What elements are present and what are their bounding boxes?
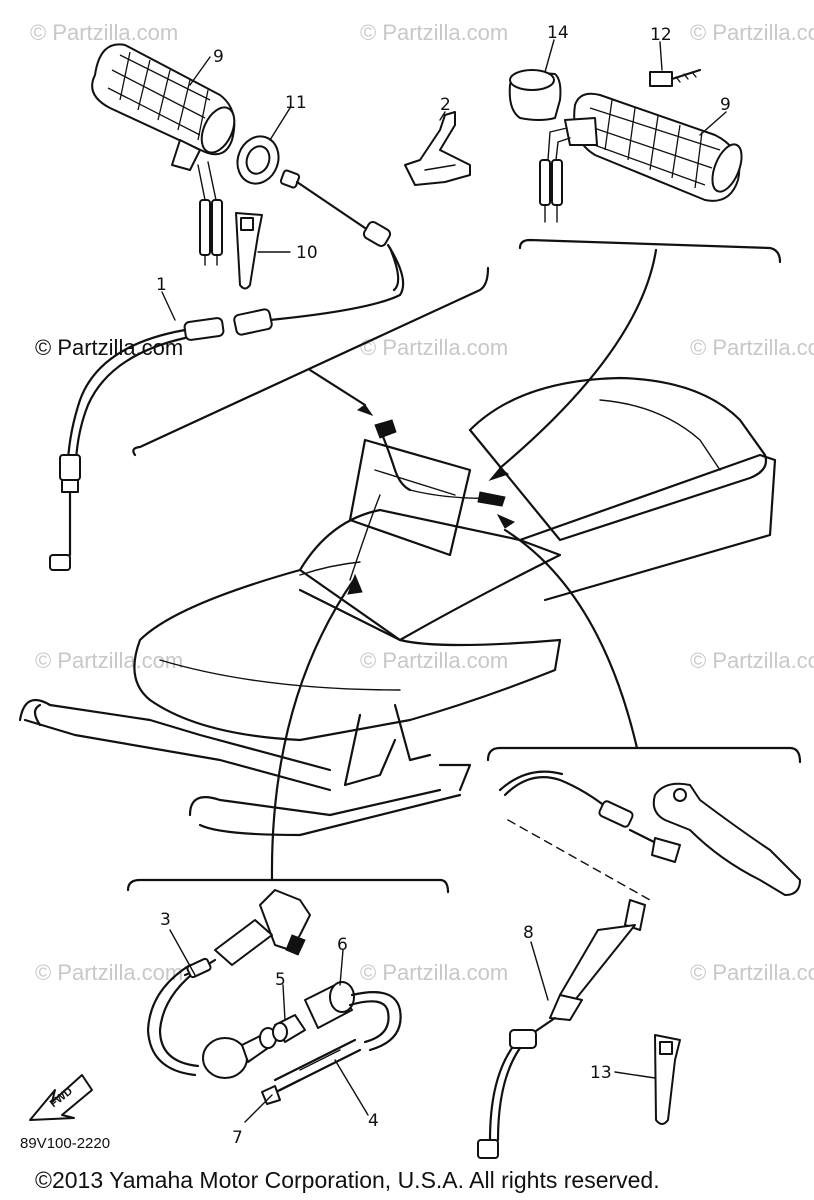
- watermark: © Partzilla.com: [360, 335, 508, 360]
- watermarks: © Partzilla.com © Partzilla.com © Partzi…: [30, 20, 814, 985]
- left-grip: [91, 43, 236, 266]
- watermark: © Partzilla.com: [360, 20, 508, 45]
- callout-10: 10: [296, 243, 318, 263]
- watermark: © Partzilla.com: [690, 20, 814, 45]
- callout-6: 6: [337, 935, 348, 955]
- watermark: © Partzilla.com: [360, 960, 508, 985]
- callout-3: 3: [160, 910, 171, 930]
- heated-grip-group: [508, 68, 743, 223]
- callout-13: 13: [590, 1063, 612, 1083]
- throttle-cable: [49, 169, 405, 571]
- watermark: © Partzilla.com: [30, 20, 178, 45]
- watermark-prominent: © Partzilla.com: [35, 335, 183, 360]
- copyright: ©2013 Yamaha Motor Corporation, U.S.A. A…: [35, 1167, 660, 1193]
- group-brackets: [126, 238, 802, 894]
- callout-14: 14: [547, 23, 569, 43]
- callout-4: 4: [368, 1111, 379, 1131]
- callout-12: 12: [650, 25, 672, 45]
- callout-8: 8: [523, 923, 534, 943]
- callout-numbers: 9 11 10 1 2 14 12 9 3 5 6 4 7 8 13: [156, 23, 731, 1148]
- snowmobile-illustration: [18, 376, 777, 837]
- callout-7: 7: [232, 1128, 243, 1148]
- cable-tie: [235, 212, 263, 290]
- callout-5: 5: [275, 970, 286, 990]
- brake-lever-group: [477, 770, 801, 1159]
- wiring-group: [146, 889, 402, 1105]
- hook-clip: [404, 111, 471, 186]
- watermark: © Partzilla.com: [35, 960, 183, 985]
- watermark: © Partzilla.com: [690, 648, 814, 673]
- watermark: © Partzilla.com: [690, 960, 814, 985]
- watermark: © Partzilla.com: [35, 648, 183, 673]
- grip-washer: [236, 135, 280, 185]
- callout-9-right: 9: [720, 95, 731, 115]
- callout-2: 2: [440, 95, 451, 115]
- right-grip: [539, 92, 743, 223]
- callout-9-left: 9: [213, 47, 224, 67]
- watermark: © Partzilla.com: [690, 335, 814, 360]
- throttle-grip-group: [49, 43, 405, 571]
- diagram-code: 89V100-2220: [20, 1135, 110, 1152]
- callout-leaders: [161, 39, 727, 1123]
- fwd-arrow: FWD: [29, 1074, 93, 1121]
- watermark: © Partzilla.com: [360, 648, 508, 673]
- callout-11: 11: [285, 93, 307, 113]
- callout-1: 1: [156, 275, 167, 295]
